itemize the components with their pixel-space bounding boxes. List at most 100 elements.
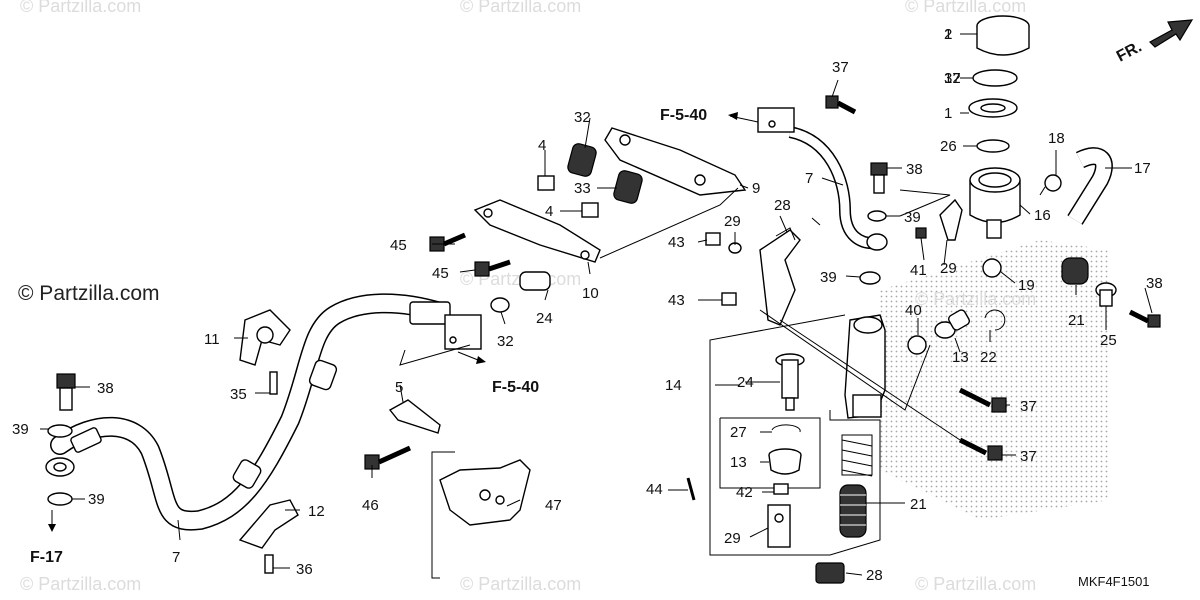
nut-27	[815, 562, 845, 584]
callout: 19	[1018, 277, 1035, 294]
callout: 40	[905, 302, 922, 319]
nut-43	[705, 232, 721, 246]
callout-numbers: 1 17 1 2 32 26 18 17 16 19 21 38 25 22 1…	[12, 26, 1163, 584]
seal-box-13	[719, 417, 821, 489]
callout: 1	[944, 26, 952, 43]
callout: 44	[646, 481, 663, 498]
bracket-8	[604, 127, 747, 196]
callout: 4	[538, 137, 546, 154]
rubber-32	[567, 143, 643, 204]
ref-f540-mid[interactable]: F-5-40	[492, 379, 539, 396]
clip-17b	[982, 258, 1002, 278]
callout: 39	[88, 491, 105, 508]
arrow-f540-mid	[457, 351, 479, 361]
hose-7	[45, 293, 482, 531]
plate-3	[972, 69, 1018, 87]
cap-2	[976, 15, 1030, 56]
clamp-11	[238, 499, 299, 574]
washer-39	[859, 271, 881, 285]
callout: 45	[432, 265, 449, 282]
joint-12	[934, 309, 971, 339]
bolt-36	[825, 95, 857, 115]
arrowhead-icon	[48, 524, 56, 532]
callout: 38	[1146, 275, 1163, 292]
callout: 24	[737, 374, 754, 391]
callout: 5	[395, 379, 403, 396]
bolt-35	[1128, 309, 1161, 328]
callout: 4	[545, 203, 553, 220]
callout: 16	[1034, 207, 1051, 224]
circlip-19	[984, 309, 1006, 331]
boot-13	[768, 448, 802, 475]
arrowhead-icon	[728, 112, 738, 120]
clamp-10	[239, 309, 291, 395]
collars-4	[537, 175, 599, 218]
assembly-box-14	[709, 314, 881, 556]
callout: 17	[1134, 160, 1151, 177]
ref-f540-top[interactable]: F-5-40	[660, 107, 707, 124]
callout: 36	[296, 561, 313, 578]
reservoir-15	[969, 167, 1021, 239]
bracket-29	[759, 227, 801, 326]
diagram-code: MKF4F1501	[1078, 574, 1150, 589]
watermark: © Partzilla.com	[915, 289, 1036, 309]
callout: 32	[944, 70, 961, 87]
callout: 29	[724, 530, 741, 547]
callout: 45	[390, 237, 407, 254]
callout: 25	[1100, 332, 1117, 349]
callout: 2	[944, 26, 952, 43]
callout: 39	[12, 421, 29, 438]
callout: 29	[940, 260, 957, 277]
callout: 12	[308, 503, 325, 520]
front-label: FR.	[1114, 38, 1145, 65]
callout: 42	[736, 484, 753, 501]
callout: 43	[668, 292, 685, 309]
washer-31	[490, 297, 510, 313]
callout: 17	[944, 70, 961, 87]
callout: 22	[980, 349, 997, 366]
callout: 7	[172, 549, 180, 566]
callout: 46	[362, 497, 379, 514]
callout: 24	[536, 310, 553, 327]
callout: 39	[820, 269, 837, 286]
bracket-5	[364, 399, 441, 470]
callout: 18	[1048, 130, 1065, 147]
watermark: © Partzilla.com	[460, 0, 581, 16]
callout: 11	[204, 331, 220, 348]
callout: 28	[866, 567, 883, 584]
watermark: © Partzilla.com	[915, 574, 1036, 594]
hose-16	[1067, 147, 1113, 225]
pin-44	[686, 477, 696, 501]
nut-43	[721, 292, 737, 306]
callout: 21	[1068, 312, 1085, 329]
inset-47	[431, 451, 531, 579]
diaphragm-1	[968, 98, 1018, 118]
callout: 43	[668, 234, 685, 251]
bracket-9	[473, 199, 601, 263]
callout: 27	[730, 424, 747, 441]
callout: 41	[910, 262, 927, 279]
callout: 37	[1020, 398, 1037, 415]
washer-39	[47, 424, 73, 438]
bolt-41	[915, 227, 927, 239]
watermark-main: © Partzilla.com	[18, 282, 160, 305]
bolts-37	[958, 387, 1007, 461]
ref-f17[interactable]: F-17	[30, 549, 63, 566]
spring	[841, 434, 873, 477]
callout: 26	[940, 138, 957, 155]
watermark: © Partzilla.com	[20, 0, 141, 16]
ring-22	[976, 139, 1010, 153]
callout: 13	[952, 349, 969, 366]
hose-6	[757, 107, 888, 251]
callout: 10	[582, 285, 599, 302]
dot-pattern-band	[880, 240, 1110, 520]
callout: 32	[574, 109, 591, 126]
callout: 28	[774, 197, 791, 214]
washer-39	[47, 492, 73, 506]
nut-42	[773, 483, 789, 495]
watermark: © Partzilla.com	[460, 574, 581, 594]
stay-25	[939, 198, 963, 241]
callout: 47	[545, 497, 562, 514]
collar-24	[519, 271, 551, 291]
